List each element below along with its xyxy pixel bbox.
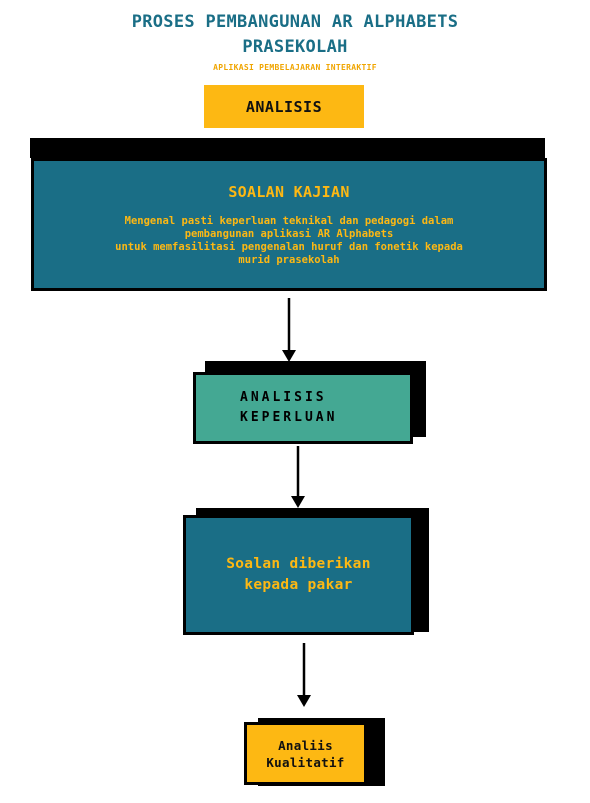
analisis-kualitatif-line2: Kualitatif — [266, 754, 345, 770]
diagram-title-line1: PROSES PEMBANGUNAN AR ALPHABETS — [131, 12, 459, 32]
soalan-kajian-desc-line1: Mengenal pasti keperluan teknikal dan pe… — [124, 214, 454, 227]
arrow-kajian-to-keperluan — [282, 298, 296, 362]
soalan-kajian-shadow — [30, 138, 545, 158]
soalan-kajian-desc-line4: murid prasekolah — [238, 253, 340, 266]
phase-box-analisis: ANALISIS — [204, 85, 364, 128]
analisis-keperluan-line2: KEPERLUAN — [240, 410, 338, 425]
diagram-title-line2: PRASEKOLAH — [242, 37, 348, 57]
analisis-kualitatif-line1: Analiis — [278, 737, 333, 753]
soalan-pakar-line2: kepada pakar — [244, 577, 353, 593]
diagram-subtitle: APLIKASI PEMBELAJARAN INTERAKTIF — [213, 63, 377, 72]
soalan-kajian-box: SOALAN KAJIAN Mengenal pasti keperluan t… — [31, 158, 547, 291]
analisis-keperluan-line1: ANALISIS — [240, 390, 327, 405]
arrow-pakar-to-kualitatif — [297, 643, 311, 707]
soalan-pakar-box: Soalan diberikan kepada pakar — [183, 515, 414, 635]
phase-label: ANALISIS — [245, 97, 323, 116]
arrow-keperluan-to-pakar — [291, 446, 305, 508]
soalan-kajian-desc-line2: pembangunan aplikasi AR Alphabets — [184, 227, 394, 240]
soalan-kajian-desc-line3: untuk memfasilitasi pengenalan huruf dan… — [115, 240, 463, 253]
analisis-keperluan-box: ANALISIS KEPERLUAN — [193, 372, 413, 444]
analisis-kualitatif-box: Analiis Kualitatif — [244, 722, 367, 785]
soalan-kajian-title: SOALAN KAJIAN — [228, 182, 350, 201]
soalan-pakar-line1: Soalan diberikan — [226, 556, 371, 572]
